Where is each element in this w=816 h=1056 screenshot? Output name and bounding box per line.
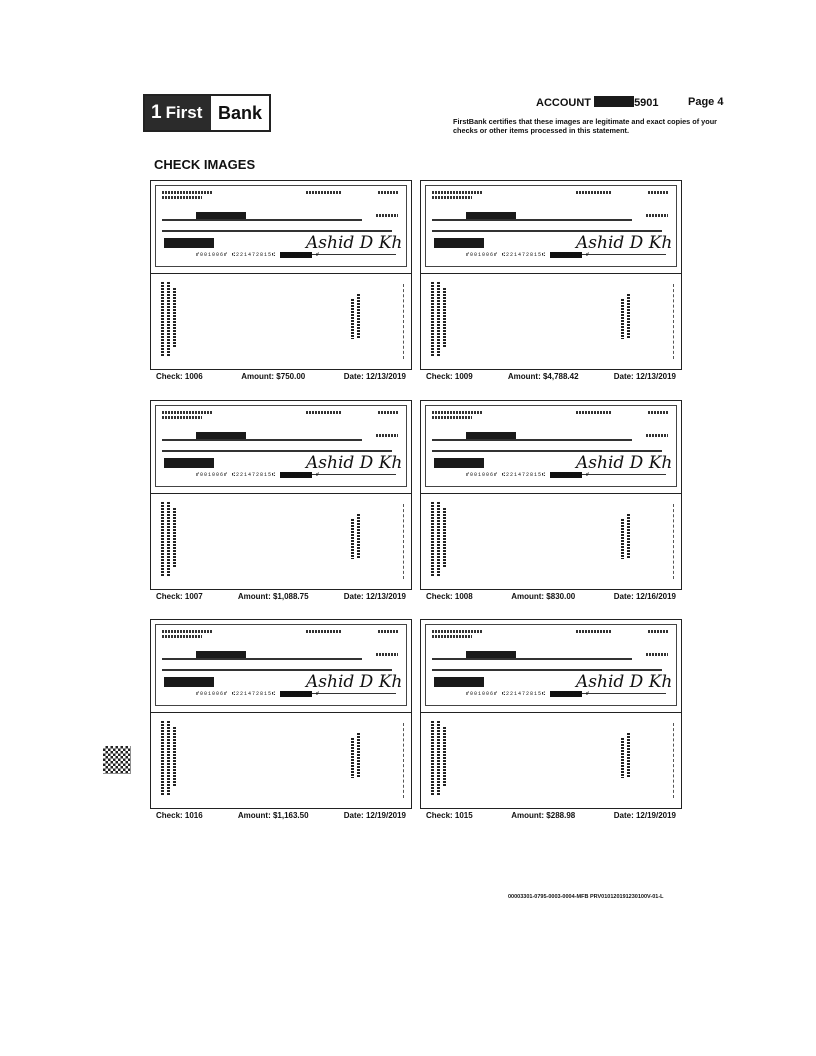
check-back	[420, 274, 682, 370]
account-label: ACCOUNT	[536, 97, 591, 109]
footer-code: 00003301-0795-0003-0004-MFB PRV010120191…	[508, 894, 664, 900]
account-number: ACCOUNT 5901	[536, 96, 659, 109]
signature: Ashid D Kh	[576, 672, 673, 692]
check-image-4: Ashid D Kh⑈001006⑈ ⑆221472815⑆ XXXXXXXX …	[420, 400, 682, 601]
check-front: Ashid D Kh⑈001006⑈ ⑆221472815⑆ XXXXXXXX …	[150, 400, 412, 494]
check-amount: Amount: $1,163.50	[237, 811, 309, 820]
check-amount: Amount: $288.98	[511, 811, 576, 820]
micr-line: ⑈001006⑈ ⑆221472815⑆ XXXXXXXX ⑈	[196, 252, 321, 258]
check-back	[420, 494, 682, 590]
check-date: Date: 12/19/2019	[343, 811, 406, 820]
check-back	[150, 713, 412, 809]
check-image-1: Ashid D Kh⑈001006⑈ ⑆221472815⑆ XXXXXXXX …	[150, 180, 412, 381]
check-date: Date: 12/16/2019	[613, 592, 676, 601]
micr-line: ⑈001006⑈ ⑆221472815⑆ XXXXXXXX ⑈	[466, 691, 591, 697]
check-front: Ashid D Kh⑈001006⑈ ⑆221472815⑆ XXXXXXXX …	[150, 180, 412, 274]
check-amount: Amount: $1,088.75	[237, 592, 309, 601]
check-caption: Check: 1008 Amount: $830.00 Date: 12/16/20…	[420, 590, 682, 601]
check-date: Date: 12/19/2019	[613, 811, 676, 820]
micr-line: ⑈001006⑈ ⑆221472815⑆ XXXXXXXX ⑈	[196, 472, 321, 478]
signature: Ashid D Kh	[576, 233, 673, 253]
micr-line: ⑈001006⑈ ⑆221472815⑆ XXXXXXXX ⑈	[466, 252, 591, 258]
redaction	[594, 96, 635, 107]
signature: Ashid D Kh	[306, 453, 403, 473]
micr-line: ⑈001006⑈ ⑆221472815⑆ XXXXXXXX ⑈	[466, 472, 591, 478]
signature: Ashid D Kh	[306, 672, 403, 692]
check-amount: Amount: $750.00	[241, 372, 306, 381]
check-back	[150, 274, 412, 370]
logo-first: First	[165, 103, 203, 122]
check-front: Ashid D Kh⑈001006⑈ ⑆221472815⑆ XXXXXXXX …	[420, 619, 682, 713]
check-image-6: Ashid D Kh⑈001006⑈ ⑆221472815⑆ XXXXXXXX …	[420, 619, 682, 820]
page-number: Page 4	[688, 96, 724, 108]
check-caption: Check: 1009 Amount: $4,788.42 Date: 12/13/…	[420, 370, 682, 381]
logo-number: 1	[151, 102, 162, 123]
check-number: Check: 1015	[426, 811, 473, 820]
check-number: Check: 1009	[426, 372, 473, 381]
check-amount: Amount: $830.00	[511, 592, 576, 601]
check-front: Ashid D Kh⑈001006⑈ ⑆221472815⑆ XXXXXXXX …	[420, 400, 682, 494]
logo-bank: Bank	[217, 102, 262, 123]
check-number: Check: 1008	[426, 592, 473, 601]
check-image-3: Ashid D Kh⑈001006⑈ ⑆221472815⑆ XXXXXXXX …	[150, 400, 412, 601]
micr-line: ⑈001006⑈ ⑆221472815⑆ XXXXXXXX ⑈	[196, 691, 321, 697]
check-front: Ashid D Kh⑈001006⑈ ⑆221472815⑆ XXXXXXXX …	[150, 619, 412, 713]
check-caption: Check: 1006 Amount: $750.00 Date: 12/13/20…	[150, 370, 412, 381]
check-back	[420, 713, 682, 809]
certification-text: FirstBank certifies that these images ar…	[453, 117, 717, 135]
check-number: Check: 1016	[156, 811, 203, 820]
signature: Ashid D Kh	[306, 233, 403, 253]
check-image-2: Ashid D Kh⑈001006⑈ ⑆221472815⑆ XXXXXXXX …	[420, 180, 682, 381]
check-number: Check: 1006	[156, 372, 203, 381]
check-date: Date: 12/13/2019	[343, 592, 406, 601]
signature: Ashid D Kh	[576, 453, 673, 473]
check-date: Date: 12/13/2019	[343, 372, 406, 381]
section-title: CHECK IMAGES	[154, 157, 256, 172]
check-amount: Amount: $4,788.42	[507, 372, 579, 381]
check-front: Ashid D Kh⑈001006⑈ ⑆221472815⑆ XXXXXXXX …	[420, 180, 682, 274]
check-date: Date: 12/13/2019	[613, 372, 676, 381]
qr-code	[103, 746, 131, 774]
check-caption: Check: 1016 Amount: $1,163.50 Date: 12/19/…	[150, 809, 412, 820]
check-caption: Check: 1007 Amount: $1,088.75 Date: 12/13/…	[150, 590, 412, 601]
check-caption: Check: 1015 Amount: $288.98 Date: 12/19/20…	[420, 809, 682, 820]
check-number: Check: 1007	[156, 592, 203, 601]
check-image-5: Ashid D Kh⑈001006⑈ ⑆221472815⑆ XXXXXXXX …	[150, 619, 412, 820]
account-suffix: 5901	[634, 97, 659, 109]
check-back	[150, 494, 412, 590]
